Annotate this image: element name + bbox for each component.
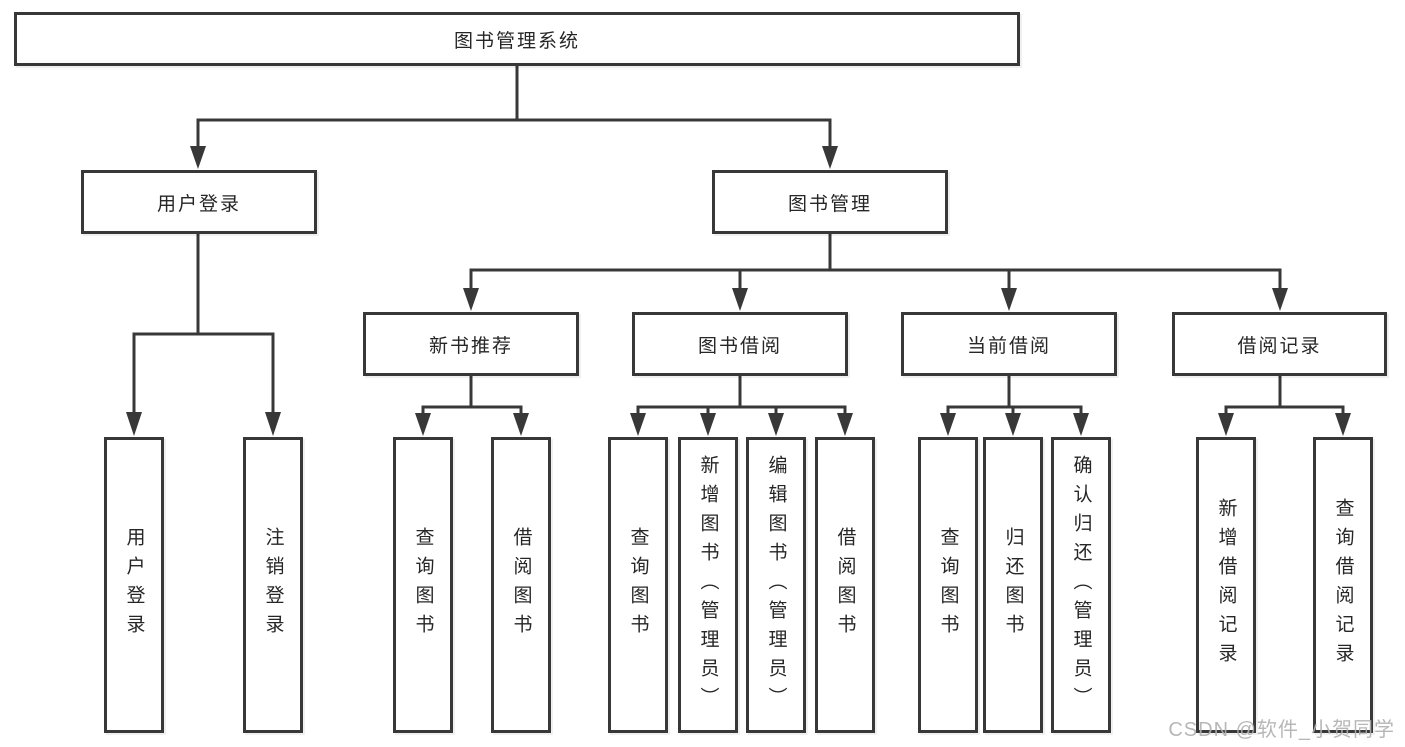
node-current-borrow: 当前借阅 bbox=[901, 312, 1117, 376]
leaf-label: 查询图书 bbox=[937, 527, 959, 643]
leaf-label: 用户登录 bbox=[123, 527, 145, 643]
leaf-logout: 注销登录 bbox=[243, 437, 303, 733]
leaf-label: 编辑图书（管理员） bbox=[765, 454, 787, 716]
node-root-system: 图书管理系统 bbox=[14, 12, 1020, 66]
node-book-management: 图书管理 bbox=[712, 170, 948, 234]
leaf-label: 新增借阅记录 bbox=[1215, 498, 1237, 672]
leaf-label: 借阅图书 bbox=[834, 527, 856, 643]
leaf-return-books: 归还图书 bbox=[983, 437, 1043, 733]
node-user-login: 用户登录 bbox=[81, 170, 317, 234]
leaf-query-books-borrow: 查询图书 bbox=[608, 437, 668, 733]
leaf-query-books-current: 查询图书 bbox=[918, 437, 978, 733]
connector-user-login-to-leaves bbox=[126, 234, 281, 436]
connector-book-borrow-to-leaves bbox=[630, 376, 853, 436]
leaf-add-books-admin: 新增图书（管理员） bbox=[678, 437, 738, 733]
leaf-add-borrow-record: 新增借阅记录 bbox=[1196, 437, 1256, 733]
connector-current-borrow-to-leaves bbox=[940, 376, 1089, 436]
leaf-label: 确认归还（管理员） bbox=[1070, 454, 1092, 716]
leaf-confirm-return-admin: 确认归还（管理员） bbox=[1051, 437, 1111, 733]
connector-root-to-level2 bbox=[190, 66, 838, 169]
leaf-user-login: 用户登录 bbox=[104, 437, 164, 733]
leaf-borrow-books-recommend: 借阅图书 bbox=[491, 437, 551, 733]
csdn-watermark: CSDN @软件_小贺同学 bbox=[1168, 719, 1395, 741]
leaf-borrow-books: 借阅图书 bbox=[815, 437, 875, 733]
node-new-book-recommend: 新书推荐 bbox=[363, 312, 579, 376]
node-borrow-record: 借阅记录 bbox=[1172, 312, 1387, 376]
connector-book-management-to-level3 bbox=[463, 234, 1288, 311]
leaf-label: 借阅图书 bbox=[510, 527, 532, 643]
connector-borrow-record-to-leaves bbox=[1218, 376, 1351, 436]
leaf-edit-books-admin: 编辑图书（管理员） bbox=[746, 437, 806, 733]
leaf-label: 查询借阅记录 bbox=[1332, 498, 1354, 672]
leaf-label: 查询图书 bbox=[412, 527, 434, 643]
connector-new-book-recommend-to-leaves bbox=[415, 376, 529, 436]
leaf-label: 新增图书（管理员） bbox=[697, 454, 719, 716]
leaf-query-books-recommend: 查询图书 bbox=[393, 437, 453, 733]
leaf-label: 查询图书 bbox=[627, 527, 649, 643]
leaf-label: 归还图书 bbox=[1002, 527, 1024, 643]
leaf-label: 注销登录 bbox=[262, 527, 284, 643]
node-book-borrow: 图书借阅 bbox=[632, 312, 848, 376]
leaf-query-borrow-record: 查询借阅记录 bbox=[1313, 437, 1373, 733]
